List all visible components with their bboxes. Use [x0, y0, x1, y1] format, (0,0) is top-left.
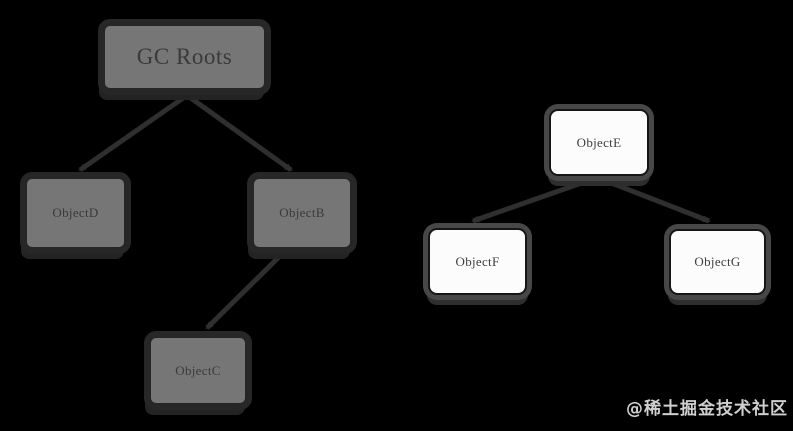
- node-objecte-label: ObjectE: [576, 134, 622, 150]
- edge-gcroots-objectd: [78, 93, 188, 173]
- edge-objecte-objectf: [471, 176, 594, 224]
- node-objectc-label: ObjectC: [175, 362, 221, 378]
- node-objectb: ObjectB: [252, 177, 352, 249]
- node-objectb-label: ObjectB: [279, 205, 325, 220]
- node-objectf-label: ObjectF: [455, 253, 500, 269]
- node-objectf: ObjectF: [428, 228, 527, 295]
- edge-gcroots-objectb: [186, 93, 293, 173]
- node-objectg: ObjectG: [669, 229, 766, 295]
- edge-objecte-objectg: [600, 176, 711, 224]
- node-objectd-label: ObjectD: [52, 205, 99, 220]
- watermark: @稀土掘金技术社区: [626, 399, 788, 419]
- node-objectd: ObjectD: [25, 177, 126, 249]
- node-objectg-label: ObjectG: [694, 254, 741, 269]
- node-gc-roots-label: GC Roots: [136, 44, 233, 69]
- node-gc-roots: GC Roots: [103, 24, 266, 90]
- edge-objectb-objectc: [205, 251, 285, 330]
- node-objecte: ObjectE: [549, 109, 649, 176]
- node-objectc: ObjectC: [149, 336, 247, 405]
